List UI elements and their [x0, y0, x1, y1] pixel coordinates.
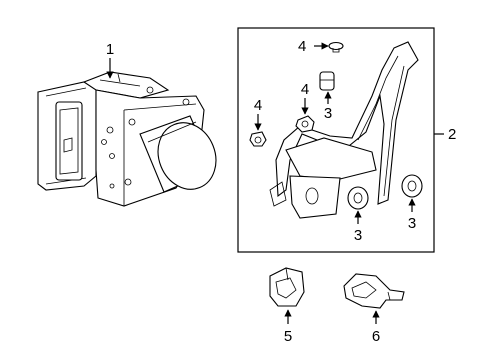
callout-4-left: 4 [254, 97, 262, 114]
mounting-bracket [269, 41, 419, 219]
callout-3-right: 3 [408, 215, 416, 232]
callout-4-middle: 4 [301, 81, 309, 98]
bolt-top [328, 41, 344, 53]
callout-2: 2 [448, 126, 456, 143]
grommet-top [319, 71, 335, 91]
bolt-left [249, 131, 267, 147]
cushion-part-6 [343, 273, 405, 309]
grommet-right [401, 174, 423, 198]
bracket-assembly-frame [237, 27, 435, 253]
bolt-middle [295, 115, 315, 133]
callout-1: 1 [106, 41, 114, 58]
callout-4-top: 4 [298, 38, 306, 55]
abs-actuator-assembly [37, 71, 217, 207]
insulator-part-5 [269, 267, 305, 307]
callout-3-center: 3 [354, 227, 362, 244]
callout-5: 5 [284, 328, 292, 345]
grommet-center [347, 186, 369, 210]
callout-6: 6 [372, 328, 380, 345]
callout-3-top: 3 [324, 105, 332, 122]
